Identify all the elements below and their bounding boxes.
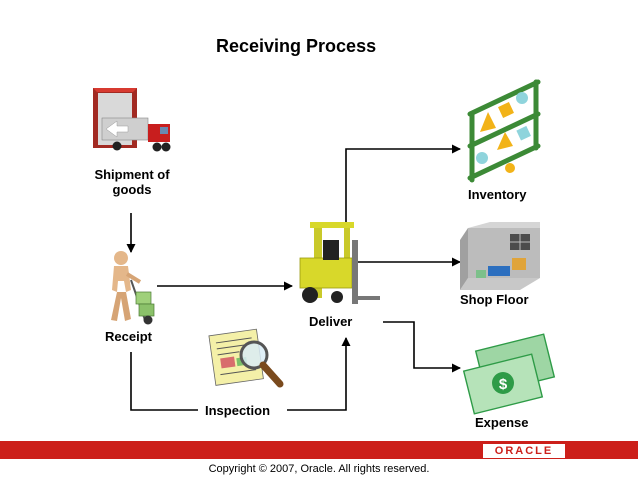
label-expense: Expense: [475, 415, 529, 430]
label-shipment-line1: Shipment of: [94, 167, 170, 182]
dollar-glyph: $: [499, 376, 508, 393]
shelf-with-items-icon: [467, 79, 541, 183]
oracle-logo-text: ORACLE: [494, 445, 554, 457]
forklift-icon: [299, 222, 380, 304]
label-shipment-line2: goods: [112, 182, 152, 197]
dollar-bills-icon: $: [462, 333, 556, 415]
page-title: Receiving Process: [216, 36, 377, 56]
arrow-deliver-to-expense: [383, 321, 461, 373]
truck-at-dock-icon: [93, 88, 171, 152]
document-with-magnifier-icon: [208, 328, 284, 388]
arrow-deliver-to-inventory: [345, 144, 461, 262]
footer-bar: [0, 441, 638, 459]
label-shop-floor: Shop Floor: [460, 292, 529, 307]
worker-with-hand-truck-icon: [111, 251, 155, 325]
factory-room-icon: [460, 222, 540, 290]
oracle-logo: ORACLE: [483, 444, 565, 458]
copyright-text: Copyright © 2007, Oracle. All rights res…: [208, 463, 430, 475]
label-shipment-of-goods: Shipment of goods: [82, 167, 182, 197]
arrow-inspection-to-deliver: [287, 337, 351, 411]
label-receipt: Receipt: [105, 329, 152, 344]
label-inventory: Inventory: [468, 187, 527, 202]
arrow-receipt-to-inspection: [130, 352, 198, 411]
label-inspection: Inspection: [205, 403, 271, 418]
label-deliver: Deliver: [309, 314, 353, 329]
